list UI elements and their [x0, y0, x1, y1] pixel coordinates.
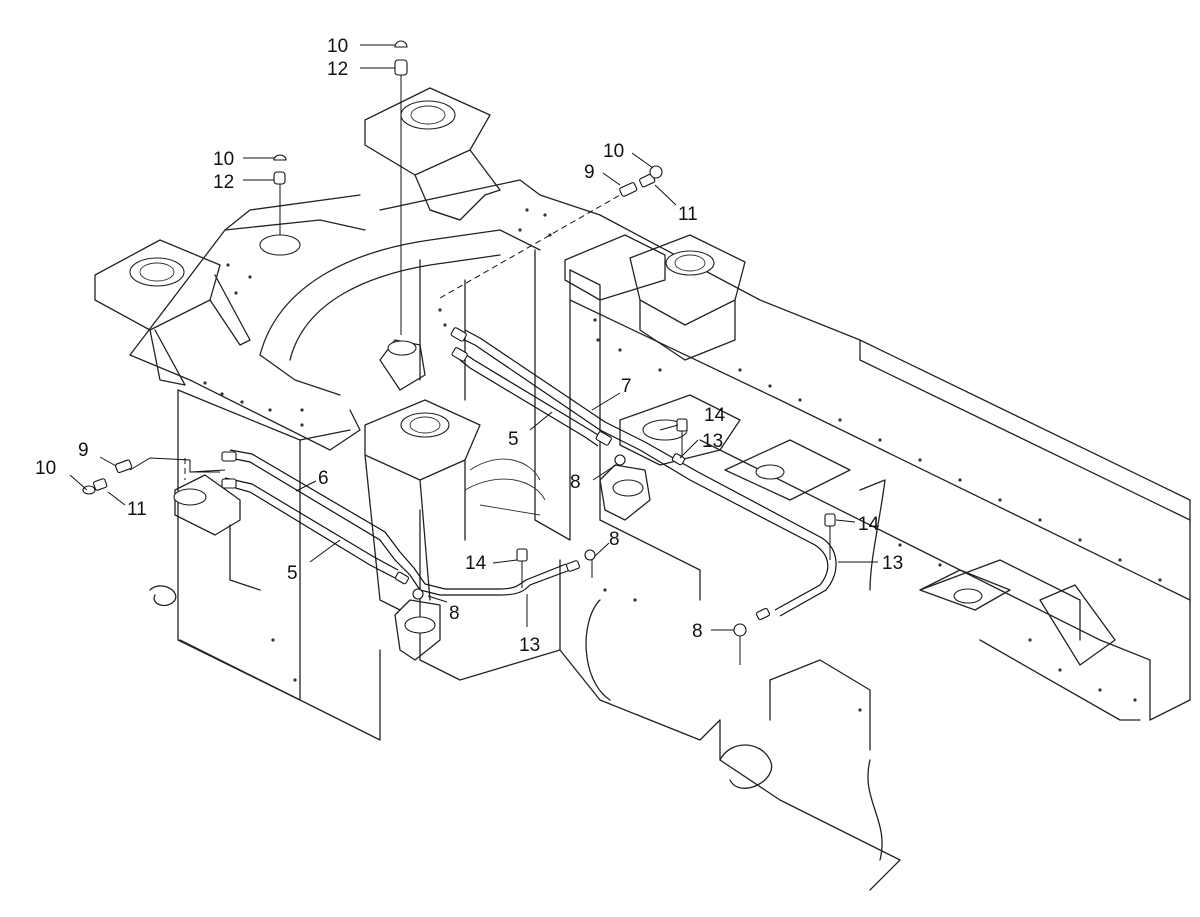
chassis-frame: [94, 87, 1191, 891]
callout-label: 11: [127, 499, 147, 520]
callout-label: 9: [584, 162, 595, 183]
callout-labels: 10 12 10 12 10 9 11 7 5 14 13 9 10 11 6 …: [35, 36, 903, 656]
callout-label: 6: [318, 468, 329, 489]
callout-label: 5: [287, 563, 298, 584]
callout-label: 5: [508, 429, 519, 450]
callout-label: 8: [570, 472, 581, 493]
callout-label: 10: [35, 458, 56, 479]
callout-label: 8: [449, 603, 460, 624]
callout-label: 14: [858, 514, 880, 535]
callout-label: 11: [678, 204, 698, 225]
callout-label: 8: [609, 529, 620, 550]
bolt-holes: [203, 208, 1162, 712]
callout-label: 13: [882, 553, 903, 574]
callout-label: 10: [213, 149, 234, 170]
hose-routing: [129, 75, 837, 665]
callout-label: 14: [465, 553, 487, 574]
callout-label: 12: [213, 172, 234, 193]
small-parts: [82, 40, 836, 562]
callout-label: 7: [621, 376, 632, 397]
callout-label: 10: [327, 36, 348, 57]
callout-label: 8: [692, 621, 703, 642]
callout-label: 9: [78, 440, 89, 461]
callout-label: 13: [519, 635, 540, 656]
callout-label: 10: [603, 141, 624, 162]
callout-leaders: [69, 44, 878, 631]
callout-label: 14: [704, 405, 726, 426]
callout-label: 13: [702, 431, 723, 452]
callout-label: 12: [327, 59, 348, 80]
